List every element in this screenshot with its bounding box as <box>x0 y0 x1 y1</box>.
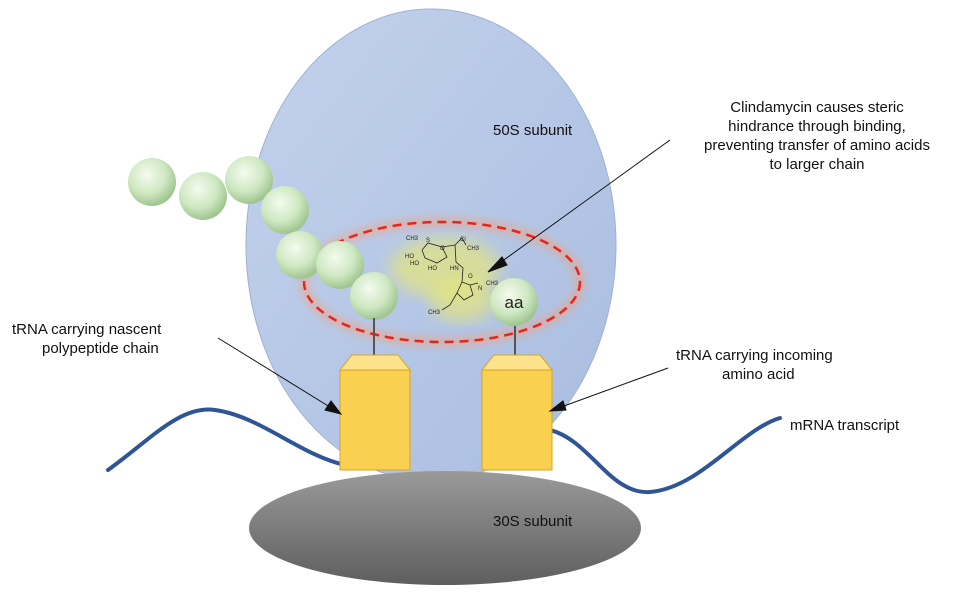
pointer-drug-note <box>489 139 671 271</box>
svg-text:S: S <box>426 238 430 244</box>
trna-left-line: tRNA carrying nascent <box>12 321 162 338</box>
drug-note-line: preventing transfer of amino acids <box>704 137 930 154</box>
trna-right-label: tRNA carrying incoming amino acid <box>676 346 833 384</box>
svg-text:Cl: Cl <box>460 237 466 243</box>
svg-text:N: N <box>478 286 482 292</box>
amino-acid-bead <box>316 241 364 289</box>
mrna-strand <box>106 407 782 495</box>
svg-text:HO: HO <box>410 261 419 267</box>
arrowhead-icon <box>487 256 508 273</box>
svg-text:CH3: CH3 <box>406 236 419 242</box>
tRNA-right <box>480 354 554 471</box>
trna-right-line: amino acid <box>722 366 795 383</box>
binding-site <box>299 217 585 347</box>
svg-text:CH3: CH3 <box>467 246 480 252</box>
incoming-amino-acid: aa <box>490 278 538 326</box>
amino-acid-label: aa <box>505 293 524 312</box>
svg-text:CH3: CH3 <box>428 310 441 316</box>
polypeptide-chain <box>128 156 398 320</box>
30s-subunit-label: 30S subunit <box>493 513 573 530</box>
arrowhead-icon <box>324 400 343 415</box>
drug-note-line: Clindamycin causes steric <box>730 99 904 116</box>
amino-acid-bead <box>350 272 398 320</box>
svg-text:HO: HO <box>405 254 414 260</box>
mrna-label: mRNA transcript <box>790 417 900 434</box>
30s-subunit <box>249 471 641 585</box>
amino-acid-bead <box>225 156 273 204</box>
trna-right-line: tRNA carrying incoming <box>676 347 833 364</box>
svg-text:O: O <box>440 246 445 252</box>
amino-acid-bead <box>179 172 227 220</box>
drug-note: Clindamycin causes steric hindrance thro… <box>672 98 960 174</box>
svg-text:HO: HO <box>428 266 437 272</box>
50s-subunit-label: 50S subunit <box>493 122 573 139</box>
amino-acid-bead <box>276 231 324 279</box>
svg-text:HN: HN <box>450 266 459 272</box>
svg-text:O: O <box>468 274 473 280</box>
amino-acid-bead <box>128 158 176 206</box>
drug-note-line: hindrance through binding, <box>728 118 906 135</box>
tRNA-left <box>338 354 412 471</box>
trna-left-line: polypeptide chain <box>42 340 159 357</box>
svg-text:CH3: CH3 <box>486 281 499 287</box>
trna-left-label: tRNA carrying nascent polypeptide chain <box>12 320 161 358</box>
drug-note-line: to larger chain <box>769 156 865 173</box>
arrowhead-icon <box>548 400 567 412</box>
pointer-trna-left <box>217 337 339 413</box>
pointer-trna-right <box>552 367 669 411</box>
amino-acid-bead <box>261 186 309 234</box>
